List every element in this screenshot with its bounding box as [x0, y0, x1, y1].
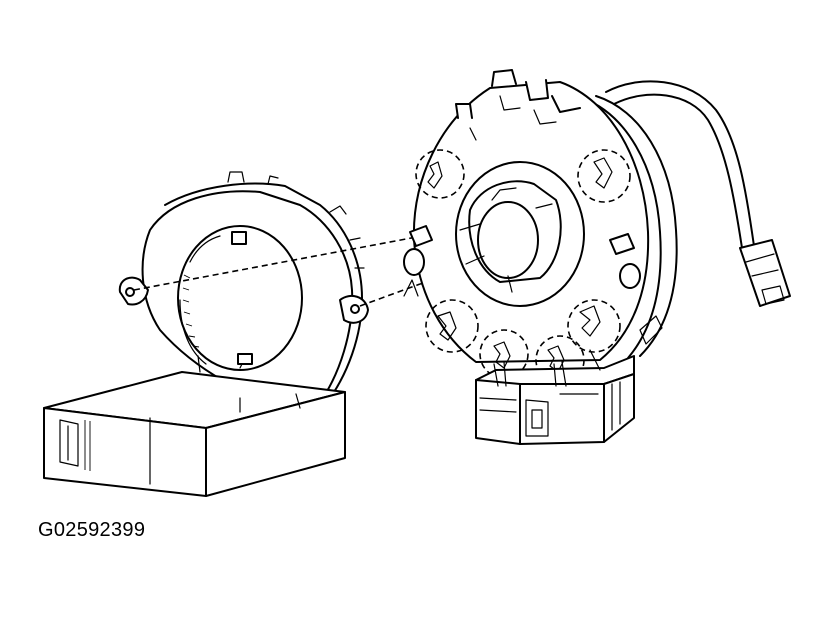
clock-spring-rear-rim-inner	[581, 97, 662, 359]
latch-claw-1	[427, 161, 443, 189]
sensor-ring-bore-depth	[179, 235, 245, 373]
sensor-mount-box-slots	[84, 420, 91, 471]
sensor-ring-rim	[164, 182, 363, 406]
clock-spring-rear-rim	[595, 95, 678, 357]
sensor-ring-bore	[177, 225, 303, 371]
clock-spring-right-guide	[619, 263, 641, 289]
latch-claw-callout-3	[425, 299, 479, 353]
latch-claw-callout-2	[577, 149, 631, 203]
latch-claw-callout-5	[535, 335, 585, 385]
sensor-ring-assembly	[43, 171, 369, 497]
clock-spring-right-pin	[609, 233, 635, 255]
latch-claw-6	[579, 305, 601, 337]
sensor-ring-tab-bottom	[237, 353, 253, 365]
clock-spring-ribbon-leads	[493, 349, 601, 387]
sensor-ring-right-ear-hole	[350, 304, 360, 314]
sensor-ring-right-ear	[339, 294, 369, 324]
figure-id-label: G02592399	[38, 519, 146, 541]
latch-claws	[415, 149, 631, 385]
clock-spring-connector-block-detail	[479, 315, 663, 437]
latch-claw-callout-1	[415, 149, 465, 199]
latch-claw-3	[437, 311, 457, 341]
clock-spring-connector-block-side	[603, 373, 635, 443]
clock-spring-left-pin	[409, 225, 433, 247]
alignment-line-lower	[359, 283, 421, 307]
clock-spring-top-detail	[469, 95, 557, 141]
sensor-ring-left-ear-hole	[125, 287, 135, 297]
clock-spring-hub-detail	[459, 187, 553, 293]
clock-spring-top-tabs	[455, 69, 581, 119]
latch-claw-2	[593, 157, 613, 189]
clock-spring-cable	[605, 80, 755, 247]
clock-spring-left-guide	[403, 248, 425, 276]
alignment-line-upper	[133, 235, 423, 291]
clock-spring-cable-edge	[613, 93, 743, 249]
sensor-ring-ribs	[182, 274, 200, 348]
sensor-ring-tab-top	[231, 231, 247, 245]
latch-claw-callout-4	[479, 329, 529, 379]
clock-spring-connector-detail	[745, 253, 785, 305]
sensor-mount-box-detail	[59, 393, 301, 485]
latch-claw-callout-6	[567, 299, 621, 353]
clock-spring-left-arrow	[403, 279, 419, 297]
clock-spring-hub-bore	[477, 201, 539, 279]
clock-spring-assembly	[403, 69, 791, 445]
sensor-ring-notches	[227, 171, 365, 269]
